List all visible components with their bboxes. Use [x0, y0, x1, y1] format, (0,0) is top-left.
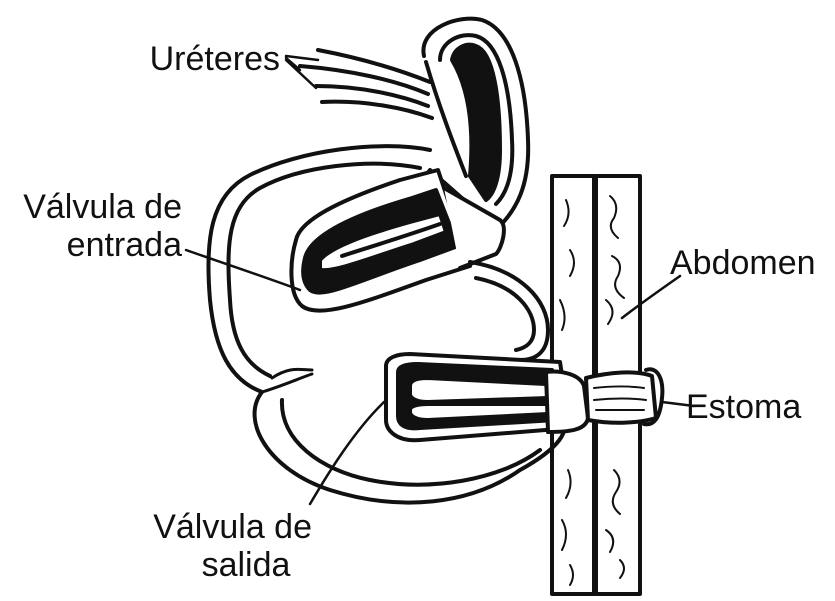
label-valvula-salida-line1: Válvula de	[110, 508, 312, 546]
inlet-valve	[291, 170, 503, 311]
label-valvula-entrada-line2: entrada	[0, 226, 182, 264]
label-valvula-salida-line2: salida	[180, 546, 312, 584]
label-estoma: Estoma	[686, 388, 801, 426]
label-valvula-entrada-line1: Válvula de	[0, 188, 182, 226]
connecting-tube	[470, 262, 548, 360]
stoma	[586, 369, 662, 424]
label-abdomen: Abdomen	[670, 244, 816, 282]
label-ureteres: Uréteres	[130, 40, 280, 78]
outlet-valve	[386, 354, 588, 440]
ureters	[300, 50, 432, 118]
